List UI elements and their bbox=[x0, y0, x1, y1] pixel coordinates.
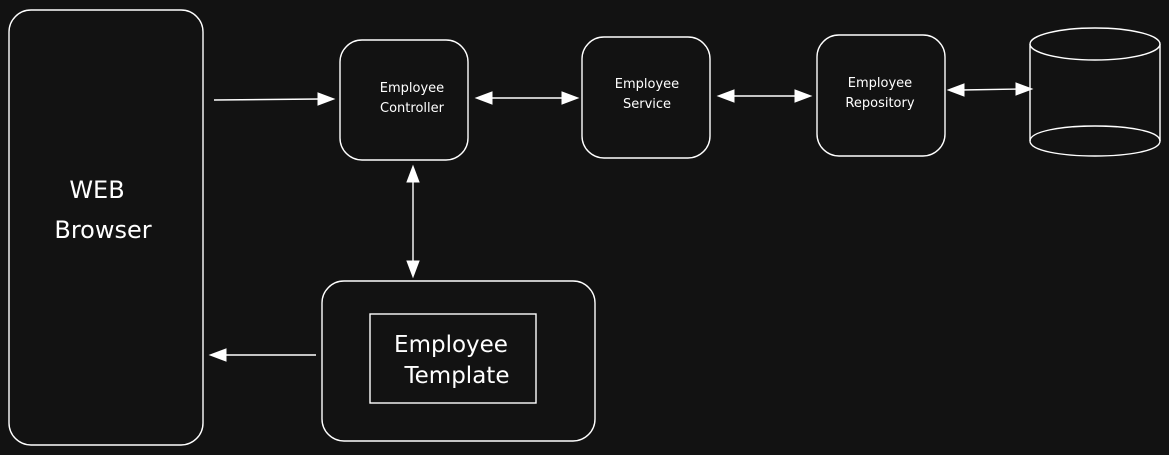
arrow-service-repository-head-left bbox=[716, 89, 735, 103]
employee-template-node: Employee Template bbox=[321, 280, 596, 442]
arrow-controller-service bbox=[474, 91, 580, 105]
arrow-service-repository bbox=[716, 89, 813, 103]
arrow-controller-template-head-down bbox=[406, 260, 420, 279]
employee-service-box bbox=[581, 36, 711, 159]
arrow-repository-database-head-left bbox=[946, 83, 965, 97]
employee-repository-box bbox=[816, 34, 946, 157]
employee-repository-node: Employee Repository bbox=[816, 34, 946, 157]
database-cylinder-bottom-curve bbox=[1029, 125, 1161, 142]
employee-service-label-line1: Employee bbox=[615, 77, 679, 92]
arrow-repository-database bbox=[946, 82, 1034, 97]
arrow-template-to-browser bbox=[208, 348, 316, 362]
arrow-browser-to-controller-line bbox=[213, 98, 321, 101]
web-browser-node: WEB Browser bbox=[8, 9, 204, 446]
arrow-controller-template-head-up bbox=[406, 164, 420, 183]
arrow-template-to-browser-head bbox=[208, 348, 227, 362]
database-node bbox=[1029, 27, 1161, 157]
arrow-browser-to-controller bbox=[213, 92, 336, 106]
arrow-repository-database-head-right bbox=[1015, 82, 1034, 96]
arrow-controller-service-head-left bbox=[474, 91, 493, 105]
employee-template-label-line1: Employee bbox=[394, 332, 508, 358]
arrow-repository-database-line bbox=[960, 88, 1020, 91]
employee-controller-label-line1: Employee bbox=[380, 81, 444, 96]
employee-controller-box bbox=[339, 39, 469, 161]
arrow-controller-template bbox=[406, 164, 420, 279]
arrow-browser-to-controller-head bbox=[317, 92, 336, 106]
employee-service-label-line2: Service bbox=[623, 97, 671, 112]
employee-template-inner-box bbox=[369, 313, 537, 404]
web-browser-label-line2: Browser bbox=[54, 216, 151, 244]
employee-repository-label-line2: Repository bbox=[845, 96, 914, 111]
employee-controller-node: Employee Controller bbox=[339, 39, 469, 161]
arrow-controller-service-head-right bbox=[561, 91, 580, 105]
database-cylinder-body bbox=[1029, 44, 1161, 157]
web-browser-box bbox=[8, 9, 204, 446]
web-browser-label-line1: WEB bbox=[69, 176, 124, 204]
employee-controller-label-line2: Controller bbox=[380, 101, 445, 116]
employee-repository-label-line1: Employee bbox=[848, 76, 912, 91]
database-cylinder-top bbox=[1029, 27, 1161, 61]
employee-template-label-line2: Template bbox=[404, 363, 510, 389]
employee-service-node: Employee Service bbox=[581, 36, 711, 159]
arrow-service-repository-head-right bbox=[794, 89, 813, 103]
